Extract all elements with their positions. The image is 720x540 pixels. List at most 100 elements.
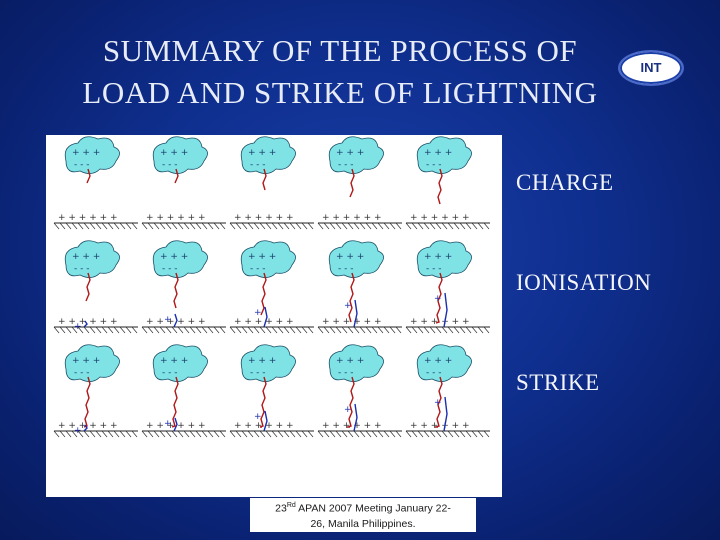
ground-hatch (125, 222, 132, 230)
upward-leader (173, 313, 178, 328)
cloud-minus-charges: - - - (426, 264, 441, 274)
ground-hatch (423, 326, 430, 334)
ground-charges: + + + + + + (58, 213, 118, 223)
ground-hatch (247, 222, 254, 230)
cloud-plus-charges: + + + (248, 356, 276, 366)
ground-hatch (201, 222, 208, 230)
cloud-shape (328, 240, 384, 278)
ground-hatch (483, 326, 490, 334)
cloud-minus-charges: - - - (338, 264, 353, 274)
ground-hatch (107, 430, 114, 438)
ground-hatch (341, 326, 348, 334)
cloud-minus-charges: - - - (74, 264, 89, 274)
cloud-shape (64, 240, 120, 278)
ground-charges: + + + + + + (234, 213, 294, 223)
ground-hatch (317, 430, 324, 438)
cloud-minus-charges: - - - (162, 368, 177, 378)
ground-hatch (83, 430, 90, 438)
cloud-shape (416, 240, 472, 278)
downward-leader (259, 376, 267, 428)
ground-hatch (289, 326, 296, 334)
ground-hatch (483, 430, 490, 438)
ground-hatch (153, 326, 160, 334)
ground-hatch (171, 430, 178, 438)
ground-hatch (95, 326, 102, 334)
ground-hatch (411, 326, 418, 334)
ground-hatch (323, 326, 330, 334)
title-line-2: LOAD AND STRIKE OF LIGHTNING (82, 75, 598, 110)
ground-hatch (65, 222, 72, 230)
ground-hatch (377, 430, 384, 438)
ground-hatch (283, 222, 290, 230)
cloud-shape (328, 344, 384, 382)
ground-hatch (77, 222, 84, 230)
ground-hatch (201, 326, 208, 334)
ground-hatch (247, 326, 254, 334)
cloud-minus-charges: - - - (250, 368, 265, 378)
ground-charges: + + + + + + (146, 213, 206, 223)
ground-hatch (335, 222, 342, 230)
cloud-minus-charges: - - - (74, 368, 89, 378)
ground-hatch (101, 430, 108, 438)
downward-leader (86, 168, 91, 184)
ground-hatch (265, 430, 272, 438)
ground-hatch (395, 222, 402, 230)
downward-leader (435, 272, 443, 324)
int-badge[interactable]: INT (618, 50, 684, 86)
cloud-shape (64, 344, 120, 382)
ground-hatch (241, 326, 248, 334)
ground-hatch (183, 326, 190, 334)
ground-hatch (329, 326, 336, 334)
ground-hatch (307, 222, 314, 230)
cloud-plus-charges: + + + (336, 356, 364, 366)
upward-charge: + (164, 315, 172, 325)
ground-hatch (195, 222, 202, 230)
ground-hatch (307, 326, 314, 334)
ground-hatch (323, 430, 330, 438)
downward-leader (349, 168, 355, 198)
upward-leader (263, 410, 268, 432)
cloud-plus-charges: + + + (160, 356, 188, 366)
ground-hatch (189, 430, 196, 438)
ground-hatch (365, 430, 372, 438)
ground-hatch (405, 222, 412, 230)
cloud-shape (240, 344, 296, 382)
ground-charges: + + + + + + (322, 213, 382, 223)
downward-leader (437, 168, 443, 205)
ground-hatch (131, 326, 138, 334)
ground-hatch (53, 326, 60, 334)
ground-hatch (465, 430, 472, 438)
ground-hatch (283, 326, 290, 334)
ground-hatch (265, 326, 272, 334)
ground-hatch (125, 326, 132, 334)
upward-leader (263, 306, 268, 328)
downward-leader (348, 272, 355, 323)
stage-label-ionisation: IONISATION (516, 270, 652, 295)
upward-charge: + (74, 322, 82, 332)
ground-hatch (289, 430, 296, 438)
ground-hatch (271, 430, 278, 438)
ground-hatch (441, 222, 448, 230)
ground-hatch (271, 222, 278, 230)
ground-hatch (77, 430, 84, 438)
cloud-plus-charges: + + + (160, 148, 188, 158)
ground-hatch (341, 222, 348, 230)
ground-hatch (453, 222, 460, 230)
ground-hatch (435, 326, 442, 334)
ground-hatch (213, 222, 220, 230)
ground-hatch (389, 430, 396, 438)
ground-hatch (365, 222, 372, 230)
ground-hatch (253, 222, 260, 230)
ground-hatch (183, 222, 190, 230)
ground-hatch (271, 326, 278, 334)
ground-hatch (317, 222, 324, 230)
cloud-shape (416, 344, 472, 382)
ground-hatch (453, 326, 460, 334)
ground-hatch (131, 222, 138, 230)
ground-hatch (141, 222, 148, 230)
ground-hatch (423, 430, 430, 438)
ground-charges: + + + + + + (58, 421, 118, 431)
ground-hatch (447, 430, 454, 438)
ground-hatch (71, 222, 78, 230)
downward-leader (83, 376, 91, 428)
